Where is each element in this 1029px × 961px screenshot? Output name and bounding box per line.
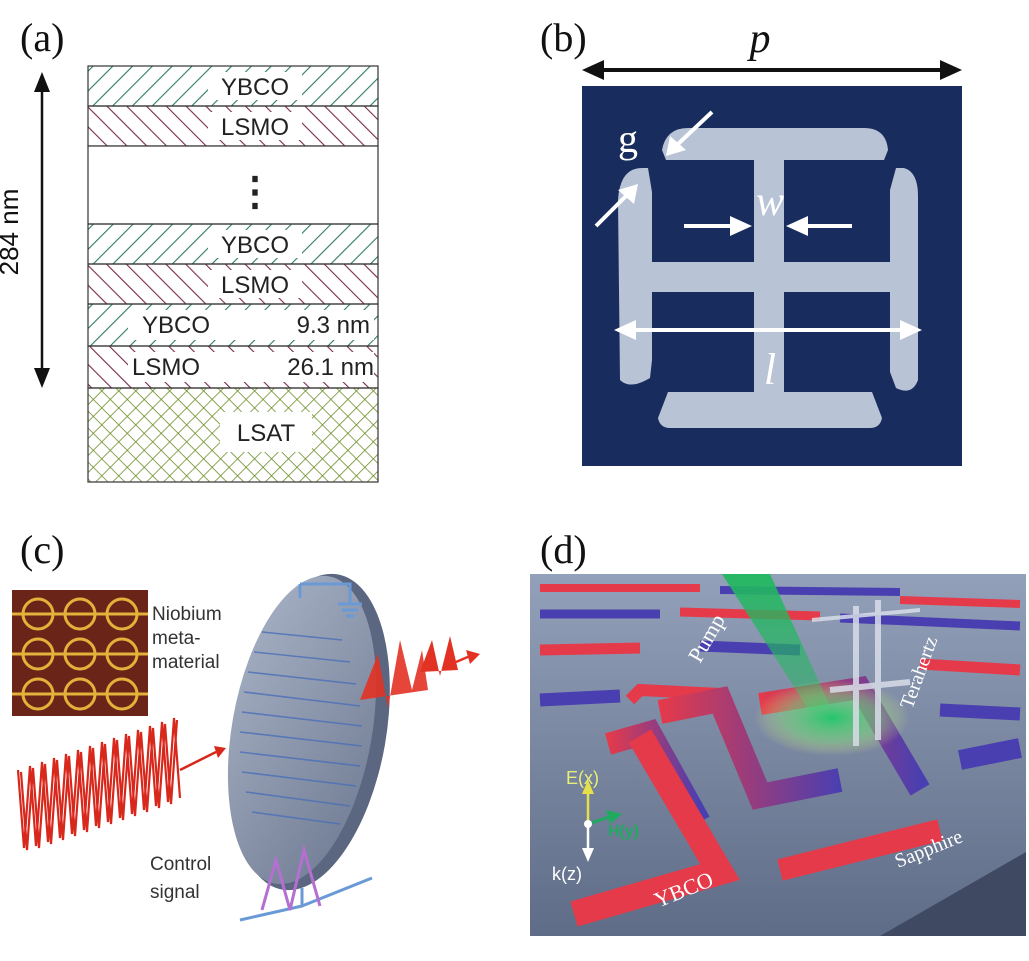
panel-c-label: (c) bbox=[20, 527, 65, 572]
thickness-label: 284 nm bbox=[0, 189, 24, 276]
control-label-line1: Control bbox=[150, 854, 211, 875]
panel-b-label: (b) bbox=[540, 15, 587, 60]
panel-d-label: (d) bbox=[540, 527, 587, 572]
outgoing-wave bbox=[360, 636, 471, 708]
period-label: p bbox=[747, 16, 771, 62]
metamaterial-array bbox=[239, 631, 363, 825]
h-field-label: H(y) bbox=[608, 823, 639, 840]
gap-label: g bbox=[618, 116, 638, 161]
label-lsmo-mid: LSMO bbox=[221, 272, 289, 299]
e-field-label: E(x) bbox=[566, 768, 599, 788]
niobium-rings bbox=[12, 597, 148, 711]
label-ybco-bottom: YBCO bbox=[142, 312, 210, 339]
incoming-wave bbox=[16, 717, 217, 851]
label-ybco-mid: YBCO bbox=[221, 232, 289, 259]
inset-label-line1: Niobium bbox=[152, 604, 222, 625]
substrate-edge bbox=[880, 852, 1026, 936]
gap-arrow-top bbox=[676, 110, 714, 146]
pump-beam bbox=[722, 574, 830, 712]
inset-label-line2: meta- bbox=[152, 628, 201, 649]
control-pulse bbox=[260, 844, 322, 911]
label-ybco-top: YBCO bbox=[221, 74, 289, 101]
ground-icon bbox=[338, 602, 362, 618]
top-wire bbox=[298, 582, 352, 602]
label-ybco-bottom-thickness: 9.3 nm bbox=[297, 312, 370, 339]
thickness-arrow-head-top bbox=[34, 72, 50, 92]
k-vector-label: k(z) bbox=[552, 864, 582, 884]
inset-label-line3: material bbox=[152, 652, 220, 673]
panel-d-scene: Pump Terahertz E(x) H(y) k(z) YBCO Sapph… bbox=[530, 574, 1026, 936]
panel-a-stack: 284 nm YBCO LSMO ⋮ YBCO LSMO YBCO 9.3 nm… bbox=[0, 65, 379, 483]
length-label: l bbox=[764, 345, 776, 394]
control-label-line2: signal bbox=[150, 882, 200, 903]
label-lsat: LSAT bbox=[237, 420, 296, 447]
label-ellipsis: ⋮ bbox=[235, 170, 275, 214]
panel-a-label: (a) bbox=[20, 15, 65, 60]
terahertz-probe bbox=[811, 600, 921, 746]
bottom-wire bbox=[239, 876, 373, 922]
pump-spot bbox=[754, 680, 910, 756]
field-axes bbox=[582, 780, 622, 862]
thickness-arrow-head-bottom bbox=[34, 368, 50, 388]
label-lsmo-bottom: LSMO bbox=[132, 354, 200, 381]
panel-c-device: Niobium meta- material Control signal bbox=[12, 573, 480, 922]
gap-arrow-bottom bbox=[594, 194, 628, 228]
label-lsmo-bottom-thickness: 26.1 nm bbox=[287, 354, 374, 381]
width-label: w bbox=[756, 179, 784, 225]
label-lsmo-top: LSMO bbox=[221, 114, 289, 141]
panel-b-unit-cell: p g w bbox=[582, 16, 962, 466]
layer-gap bbox=[87, 145, 379, 225]
